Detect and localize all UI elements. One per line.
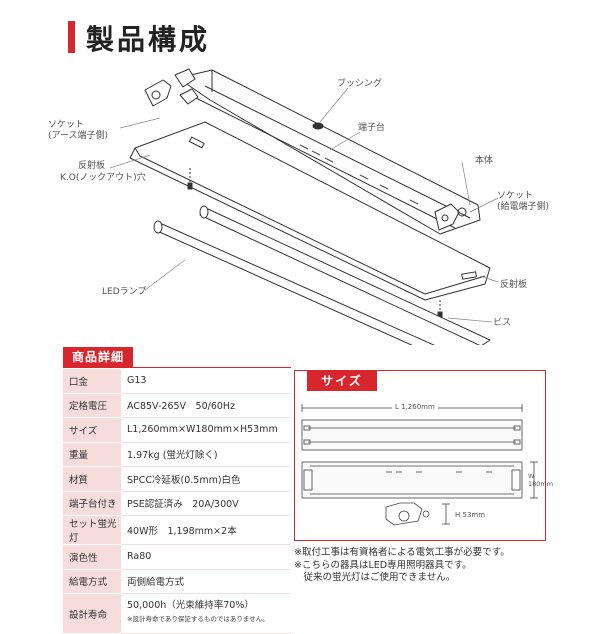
spec-value: AC85V-265V 50/60Hz bbox=[121, 393, 291, 418]
top-view bbox=[301, 419, 523, 451]
note-line: ※こちらの器具はLED専用照明器具です。 bbox=[294, 559, 472, 571]
spec-value: Ra80 bbox=[121, 544, 291, 570]
callout-bushing: ブッシング bbox=[337, 79, 383, 89]
callout-socket-earth-sub: (アース端子側) bbox=[48, 131, 109, 141]
screw-parts bbox=[187, 182, 443, 319]
length-label: L 1,260mm bbox=[392, 401, 438, 413]
page-title: 製品構成 bbox=[86, 23, 211, 56]
spec-value: SPCC冷延板(0.5mm)白色 bbox=[121, 466, 291, 492]
spec-key: 材質 bbox=[63, 466, 121, 492]
bushing-part bbox=[312, 122, 324, 130]
size-header: サイズ bbox=[307, 371, 377, 391]
notes: ※取付工事は有資格者による電気工事が必要です。 ※こちらの器具はLED専用照明器… bbox=[294, 547, 510, 585]
title-accent-bar bbox=[68, 21, 75, 53]
spec-life-value: 50,000h（光束維持率70%） bbox=[127, 600, 254, 611]
callout-reflector-ko: 反射板 bbox=[78, 161, 106, 171]
reflector-part bbox=[129, 121, 491, 312]
note-line: ※取付工事は有資格者による電気工事が必要です。 bbox=[294, 547, 510, 558]
front-view bbox=[301, 461, 523, 499]
side-view bbox=[385, 502, 423, 526]
size-diagram bbox=[301, 404, 538, 526]
spec-life-note: ※設計寿命であり保証するものではありません。 bbox=[127, 615, 269, 623]
spec-value: 1.97kg (蛍光灯除く) bbox=[121, 442, 291, 467]
callout-led-lamp: LEDランプ bbox=[102, 287, 147, 297]
spec-value: 両側給電方式 bbox=[121, 569, 291, 594]
spec-header: 商品詳細 bbox=[63, 347, 133, 367]
callout-socket-feed: ソケット bbox=[497, 191, 534, 201]
fixture-body bbox=[144, 68, 481, 235]
spec-key: 口金 bbox=[63, 369, 121, 394]
spec-value: 40W形 1,198mm×2本 bbox=[121, 515, 291, 545]
spec-key: 端子台付き bbox=[63, 491, 121, 516]
spec-key: 定格電圧 bbox=[63, 393, 121, 418]
spec-value: G13 bbox=[121, 369, 291, 394]
callout-socket-feed-sub: (給電端子側) bbox=[497, 202, 550, 212]
spec-key: セット蛍光灯 bbox=[63, 515, 121, 545]
spec-key: 重量 bbox=[63, 442, 121, 467]
callout-screw: ビス bbox=[493, 318, 512, 328]
note-line: 従来の蛍光灯はご使用できません。 bbox=[294, 572, 456, 583]
spec-key: サイズ bbox=[63, 417, 121, 443]
led-lamps bbox=[153, 205, 491, 345]
width-label: W 180mm bbox=[528, 472, 554, 488]
table-row: 給電方式両側給電方式 bbox=[63, 569, 291, 594]
callout-reflector-ko-sub: K.O(ノックアウト)穴 bbox=[60, 173, 146, 183]
callout-body: 本体 bbox=[475, 156, 494, 166]
height-label: H 53mm bbox=[455, 511, 486, 519]
spec-key: 給電方式 bbox=[63, 569, 121, 594]
callout-socket-earth: ソケット bbox=[48, 120, 85, 130]
callout-reflector: 反射板 bbox=[500, 280, 528, 290]
spec-value: PSE認証済み 20A/300V bbox=[121, 491, 291, 516]
spec-value: L1,260mm×W180mm×H53mm bbox=[121, 417, 291, 443]
spec-header-line bbox=[63, 367, 291, 368]
spec-key: 演色性 bbox=[63, 544, 121, 570]
exploded-diagram bbox=[109, 68, 499, 345]
callout-terminal-block: 端子台 bbox=[358, 123, 386, 133]
